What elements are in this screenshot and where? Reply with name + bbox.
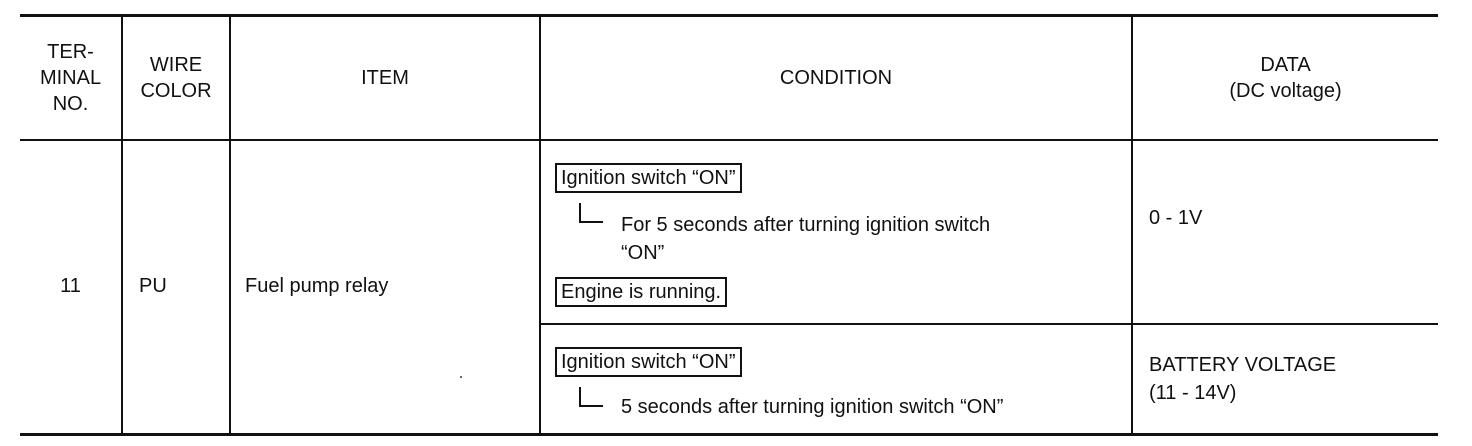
condition-cell-1: Ignition switch “ON” For 5 seconds after… — [539, 139, 1133, 324]
header-data: DATA (DC voltage) — [1131, 14, 1438, 141]
sub-condition-connector — [579, 386, 603, 407]
sub-condition-line-2: “ON” — [621, 241, 665, 264]
scan-speck — [460, 376, 462, 378]
header-data-line-2: (DC voltage) — [1229, 79, 1342, 102]
data-value-2-line-2: (11 - 14V) — [1149, 381, 1237, 404]
condition-box-ignition-on: Ignition switch “ON” — [555, 346, 742, 377]
header-condition: CONDITION — [539, 14, 1133, 141]
data-cell-1: 0 - 1V — [1131, 139, 1438, 324]
header-data-line-1: DATA — [1260, 53, 1311, 76]
data-cell-2: BATTERY VOLTAGE (11 - 14V) — [1131, 322, 1438, 436]
item-cell: Fuel pump relay — [229, 139, 541, 436]
table-row: Ignition switch “ON” 5 seconds after tur… — [20, 322, 1438, 436]
header-wire-line-1: WIRE — [149, 53, 203, 76]
sub-condition-line-1: 5 seconds after turning ignition switch … — [621, 395, 1004, 418]
sub-condition-line-1: For 5 seconds after turning ignition swi… — [621, 213, 991, 236]
header-wire-line-2: COLOR — [140, 79, 212, 102]
header-terminal-no: TER- MINAL NO. — [20, 14, 123, 141]
header-row: TER- MINAL NO. WIRE COLOR ITEM CONDITION… — [20, 14, 1438, 141]
header-terminal-line-2: MINAL — [39, 66, 102, 89]
table-row: 11 PU Fuel pump relay Ignition switch “O… — [20, 139, 1438, 436]
header-item: ITEM — [229, 14, 541, 141]
header-terminal-line-3: NO. — [52, 92, 89, 115]
header-wire-color: WIRE COLOR — [121, 14, 231, 141]
wire-color-cell: PU — [121, 139, 231, 436]
terminal-no-cell: 11 — [20, 139, 123, 436]
sub-condition-connector — [579, 202, 603, 223]
header-terminal-line-1: TER- — [47, 40, 94, 63]
condition-box-ignition-on: Ignition switch “ON” — [555, 162, 742, 193]
terminal-data-table: TER- MINAL NO. WIRE COLOR ITEM CONDITION… — [20, 14, 1438, 436]
condition-cell-2: Ignition switch “ON” 5 seconds after tur… — [540, 322, 1133, 436]
condition-box-engine-running: Engine is running. — [555, 276, 728, 307]
data-value-1: 0 - 1V — [1149, 206, 1203, 229]
data-value-2-line-1: BATTERY VOLTAGE — [1149, 353, 1337, 376]
